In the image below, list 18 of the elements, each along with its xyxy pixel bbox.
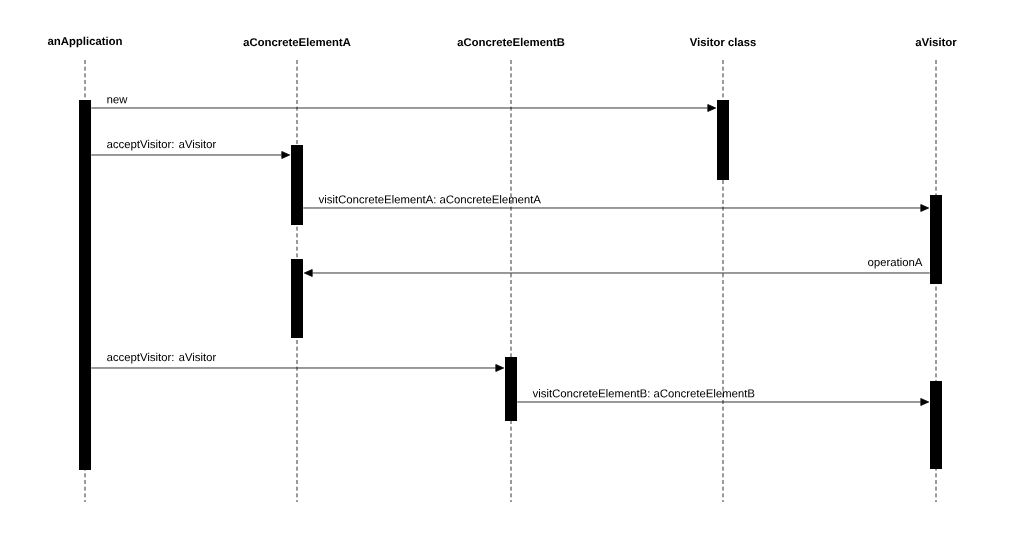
- message-arrow: [303, 269, 931, 277]
- lifeline-header: aConcreteElementA: [243, 37, 351, 47]
- message-label: acceptVisitor: aVisitor: [107, 352, 216, 364]
- message-label: new: [107, 97, 128, 104]
- lifeline-header: aVisitor: [915, 37, 957, 47]
- message-arrow: [90, 151, 291, 159]
- lifeline-header: anApplication: [47, 36, 122, 48]
- lifeline-header: aConcreteElementB: [457, 37, 565, 47]
- message-label: operationA: [868, 257, 923, 269]
- message-label: visitConcreteElementB: aConcreteElementB: [532, 389, 755, 398]
- message-arrow: [302, 204, 930, 212]
- activation-bar: [79, 100, 91, 470]
- message-arrow: [90, 104, 717, 112]
- message-label: visitConcreteElementA: aConcreteElementA: [318, 195, 541, 204]
- message-label: acceptVisitor: aVisitor: [107, 139, 216, 151]
- message-arrow: [90, 364, 505, 372]
- lifeline-header: Visitor class: [689, 37, 756, 47]
- message-arrow: [516, 398, 930, 406]
